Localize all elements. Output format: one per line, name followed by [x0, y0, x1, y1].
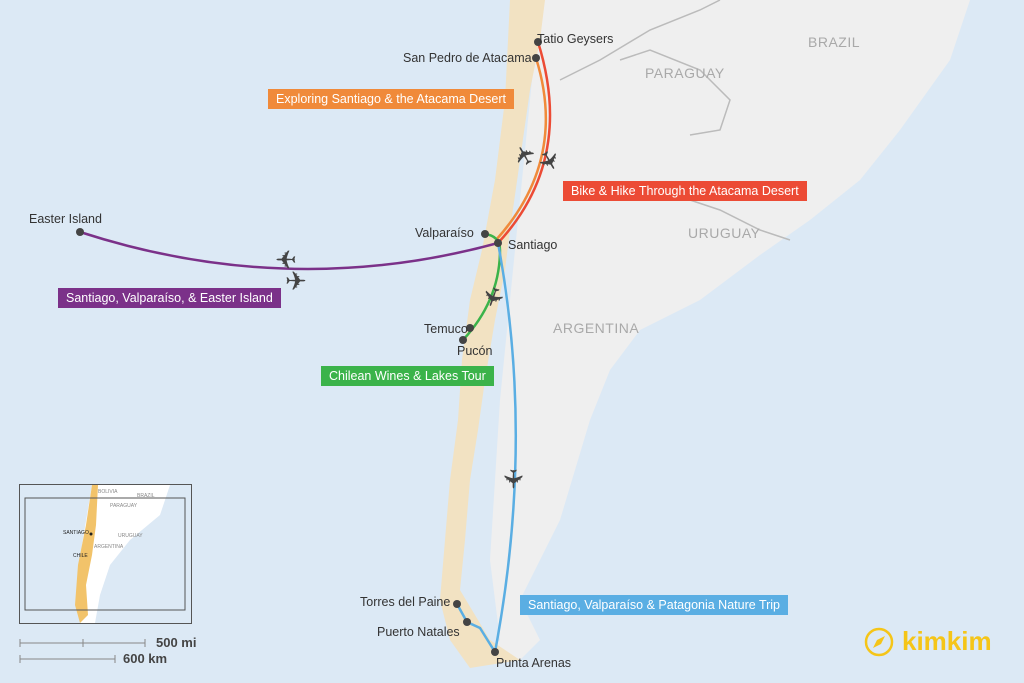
plane-icon: ✈ [497, 468, 528, 490]
inset-uruguay: URUGUAY [118, 533, 143, 539]
scale-miles: 500 mi [156, 635, 197, 650]
country-uruguay: URUGUAY [688, 225, 761, 241]
inset-chile: CHILE [73, 553, 88, 559]
inset-brazil: BRAZIL [137, 493, 155, 499]
city-punta-arenas: Punta Arenas [496, 656, 572, 670]
city-pucon: Pucón [457, 344, 493, 358]
inset-argentina: ARGENTINA [94, 544, 124, 550]
city-temuco: Temuco [424, 322, 468, 336]
city-dots [76, 38, 542, 656]
inset-santiago: SANTIAGO [63, 530, 89, 536]
city-torres: Torres del Paine [360, 595, 451, 609]
route-label-atacama: Exploring Santiago & the Atacama Desert [268, 89, 514, 109]
city-tatio: Tatio Geysers [537, 32, 614, 46]
route-atacama [495, 57, 548, 241]
route-label-patagonia: Santiago, Valparaíso & Patagonia Nature … [520, 595, 789, 615]
locator-inset-map: BOLIVIA BRAZIL PARAGUAY SANTIAGO URUGUAY… [19, 484, 192, 624]
compass-icon [864, 627, 894, 657]
land-chile [440, 0, 545, 668]
route-bike-hike [497, 41, 552, 244]
inset-bolivia: BOLIVIA [98, 489, 118, 495]
borders [559, 0, 791, 241]
inset-paraguay: PARAGUAY [110, 503, 138, 509]
plane-icon: ✈ [285, 266, 307, 296]
route-label-easter-island: Santiago, Valparaíso, & Easter Island [58, 288, 281, 308]
city-natales: Puerto Natales [377, 625, 460, 639]
country-argentina: ARGENTINA [553, 320, 640, 336]
route-easter-island [79, 230, 499, 271]
city-san-pedro: San Pedro de Atacama [403, 51, 532, 65]
scale-km: 600 km [123, 651, 168, 666]
inset-land [24, 485, 186, 623]
route-label-bike-hike: Bike & Hike Through the Atacama Desert [563, 181, 807, 201]
city-valparaiso: Valparaíso [415, 226, 474, 240]
country-paraguay: PARAGUAY [645, 65, 725, 81]
kimkim-logo: kimkim [902, 626, 992, 656]
route-label-wines-lakes: Chilean Wines & Lakes Tour [321, 366, 494, 386]
city-easter-island: Easter Island [29, 212, 102, 226]
route-patagonia [455, 242, 518, 656]
city-santiago: Santiago [508, 238, 558, 252]
land-south-america [470, 0, 970, 665]
country-brazil: BRAZIL [808, 34, 861, 50]
